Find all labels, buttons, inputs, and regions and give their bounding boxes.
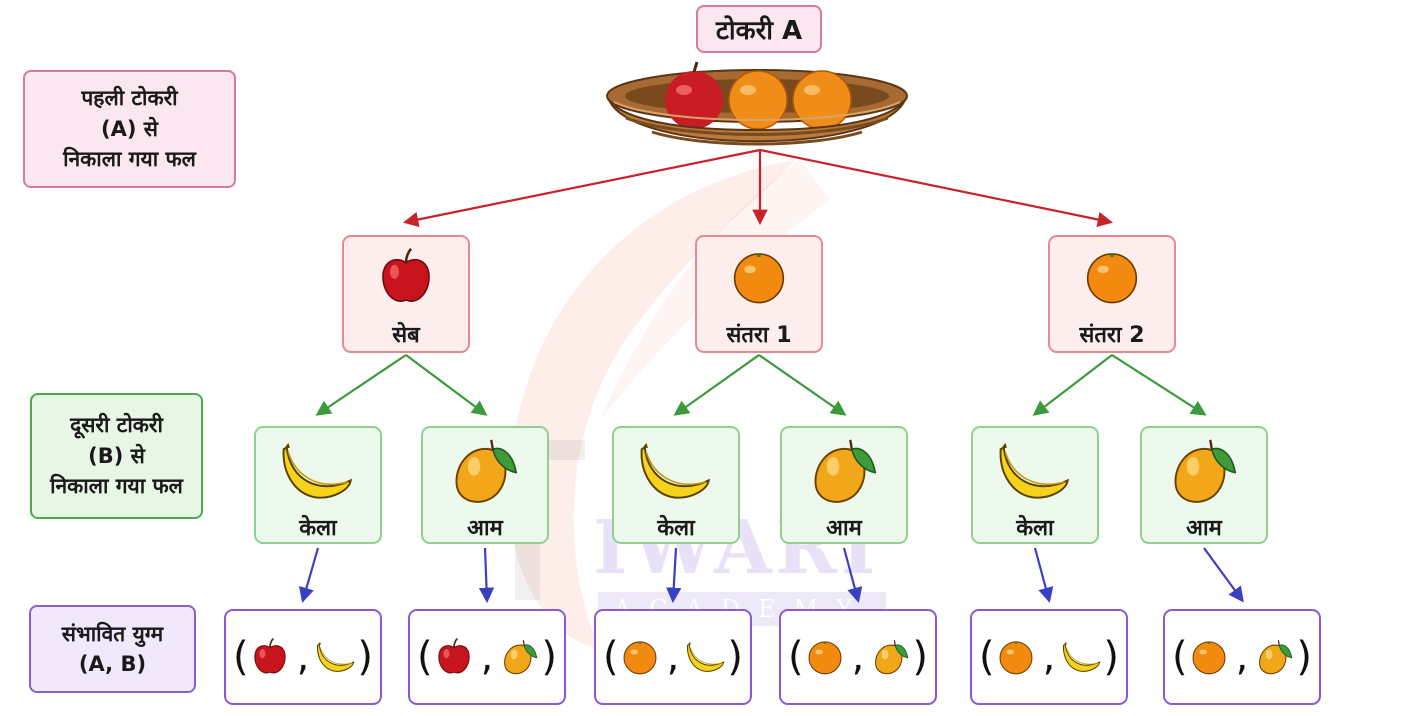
mango-icon [1174,439,1237,503]
pair-comma: , [851,634,865,680]
pair-box: (,) [224,609,382,705]
pair-comma: , [1042,634,1056,680]
pair-content: (,) [410,611,564,703]
pair-comma: , [480,634,494,680]
arrow-first-to-second [673,354,760,416]
orange-icon [733,253,785,304]
banana-icon [282,442,353,499]
pair-close-paren: ) [1103,634,1119,680]
second-fruit-label: केला [657,516,695,541]
first-basket-label: पहली टोकरी (A) से निकाला गया फल [23,70,236,188]
first-fruit-box: संतरा 1 [695,235,823,353]
first-fruit-label: सेब [392,323,420,348]
mango-icon [814,439,877,503]
pair-comma: , [1235,634,1249,680]
pair-comma: , [296,634,310,680]
pair-content: (,) [596,611,750,703]
pair-content: (,) [1165,611,1319,703]
arrow-first-to-second [405,354,488,416]
pair-box: (,) [779,609,937,705]
arrow-second-to-pair [842,547,863,603]
pair-close-paren: ) [1296,634,1312,680]
second-fruit-box: केला [612,426,740,544]
pair-content: (,) [226,611,380,703]
arrow-first-to-second [315,354,407,416]
pair-box: (,) [594,609,752,705]
pair-comma: , [666,634,680,680]
possible-pairs-label: संभावित युग्म (A, B) [29,605,196,693]
first-basket-label-line2: (A) से [101,116,158,141]
banana-icon [1063,641,1101,672]
second-fruit-box: आम [421,426,549,544]
pair-open-paren: ( [233,634,249,680]
first-fruit-box: संतरा 2 [1048,235,1176,353]
pair-open-paren: ( [1172,634,1188,680]
pair-open-paren: ( [788,634,804,680]
orange-icon [999,641,1033,675]
pair-box: (,) [970,609,1128,705]
pair-box: (,) [1163,609,1321,705]
second-fruit-box: आम [780,426,908,544]
possible-pairs-label-line2: (A, B) [78,652,147,676]
apple-icon [382,247,430,302]
arrow-first-to-second [758,354,847,416]
first-basket-label-line1: पहली टोकरी [81,86,178,111]
mango-icon [455,439,518,503]
pair-box: (,) [408,609,566,705]
second-basket-label-line2: (B) से [88,443,145,468]
second-fruit-label: केला [299,516,337,541]
mango-icon [875,640,909,675]
arrow-second-to-pair [666,547,682,604]
banana-icon [317,641,355,672]
arrow-second-to-pair [478,547,495,604]
mango-icon [504,640,538,675]
pair-close-paren: ) [912,634,928,680]
possible-pairs-label-line1: संभावित युग्म [61,621,164,646]
second-fruit-label: आम [1186,516,1222,541]
arrow-first-to-second [1032,354,1113,416]
first-fruit-label: संतरा 2 [1079,323,1145,348]
pair-close-paren: ) [357,634,373,680]
orange-icon [1192,641,1226,675]
pair-content: (,) [972,611,1126,703]
second-fruit-box: केला [971,426,1099,544]
first-basket-label-line3: निकाला गया फल [63,147,196,172]
basket-a-title: टोकरी A [696,5,822,53]
second-fruit-label: केला [1016,516,1054,541]
pair-open-paren: ( [979,634,995,680]
second-basket-label: दूसरी टोकरी (B) से निकाला गया फल [30,393,203,519]
orange-icon [808,641,842,675]
pair-close-paren: ) [541,634,557,680]
orange-icon [1086,253,1138,304]
apple-icon [253,637,286,674]
arrow-first-to-second [1111,354,1207,416]
arrow-basket-to-orange2 [759,148,1114,228]
basket-icon [606,61,908,146]
pair-content: (,) [781,611,935,703]
first-fruit-box: सेब [342,235,470,353]
pair-close-paren: ) [727,634,743,680]
banana-icon [999,442,1070,499]
arrow-basket-to-apple [402,148,761,228]
orange-icon [623,641,657,675]
banana-icon [687,641,725,672]
apple-icon [437,637,470,674]
arrow-second-to-pair [1033,547,1054,603]
second-fruit-label: आम [826,516,862,541]
second-fruit-box: केला [254,426,382,544]
arrow-second-to-pair [1203,547,1244,603]
pair-open-paren: ( [417,634,433,680]
second-basket-label-line3: निकाला गया फल [50,474,183,499]
pair-open-paren: ( [603,634,619,680]
second-basket-label-line1: दूसरी टोकरी [70,413,163,438]
banana-icon [640,442,711,499]
first-fruit-label: संतरा 1 [726,323,792,348]
second-fruit-box: आम [1140,426,1268,544]
second-fruit-label: आम [467,516,503,541]
arrow-second-to-pair [299,547,320,603]
mango-icon [1259,640,1293,675]
